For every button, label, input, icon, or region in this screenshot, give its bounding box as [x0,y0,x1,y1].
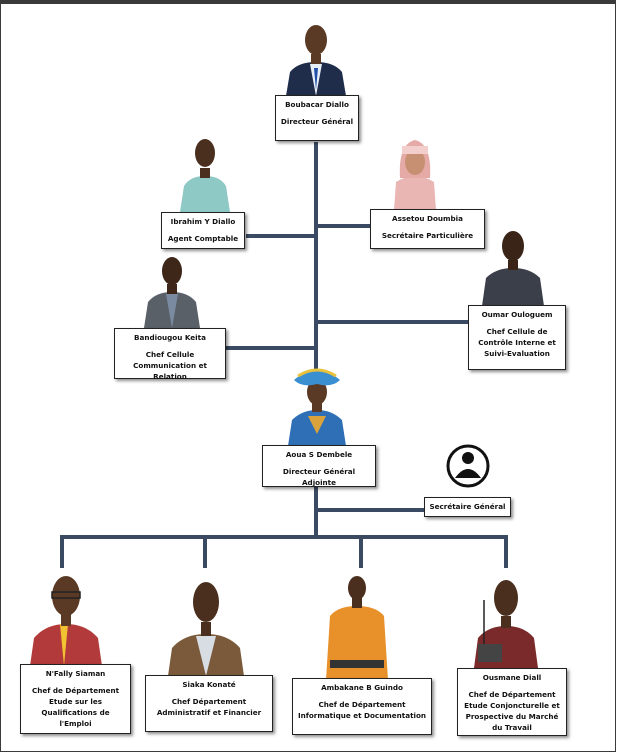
person-name: Secrétaire Général [429,502,506,511]
card-chef-departement-conjoncturelle: Ousmane Diall Chef de Département Etude … [457,668,567,736]
person-title: Chef Département Administratif et Financ… [156,697,262,717]
person-title: Directeur Général Adjointe [282,467,356,487]
card-chef-cellule-controle: Oumar Ouloguem Chef Cellule de Contrôle … [468,305,566,370]
portrait-aoua-dembele [288,368,346,446]
person-name: N'Fally Siaman [45,669,106,678]
person-title: Chef de Département Etude sur les Qualif… [31,686,120,728]
person-title: Chef de Département Etude Conjoncturelle… [464,690,560,732]
person-name: Boubacar Diallo [285,100,349,109]
card-secretaire-general: Secrétaire Général [424,497,511,517]
card-chef-departement-qualifications: N'Fally Siaman Chef de Département Etude… [20,664,131,734]
card-agent-comptable: Ibrahim Y Diallo Agent Comptable [161,212,245,249]
person-title: Secrétaire Particulière [381,231,474,240]
portrait-ousmane-diall [474,580,538,668]
portrait-bandiougou-keita [144,257,200,328]
person-name: Ousmane Diall [482,673,542,682]
person-title: Directeur Général [280,117,354,126]
card-chef-departement-administratif: Siaka Konaté Chef Département Administra… [145,675,273,732]
portrait-ambakane-guindo [326,576,388,680]
card-chef-cellule-communication: Bandiougou Keita Chef Cellule Communicat… [114,328,226,381]
person-name: Aoua S Dembele [285,450,353,459]
portrait-assetou-doumbia [394,140,436,210]
person-name: Siaka Konaté [182,680,236,689]
person-name: Assetou Doumbia [392,214,463,223]
card-directeur-general-adjointe: Aoua S Dembele Directeur Général Adjoint… [262,445,376,487]
person-title: Agent Comptable [167,234,239,243]
portrait-oumar-ouloguem [482,231,544,306]
person-name: Ibrahim Y Diallo [170,217,236,226]
person-title: Chef de Département Informatique et Docu… [297,700,427,720]
portrait-siaka-konate [168,582,244,676]
person-name: Oumar Ouloguem [481,310,553,319]
card-chef-departement-informatique: Ambakane B Guindo Chef de Département In… [292,678,432,735]
card-secretaire-particuliere: Assetou Doumbia Secrétaire Particulière [370,209,485,249]
avatar-placeholder-icon [446,444,490,488]
card-directeur-general: Boubacar Diallo Directeur Général [275,95,359,141]
person-title: Chef Cellule de Contrôle Interne et Suiv… [478,327,556,358]
portrait-ibrahim-diallo [180,139,230,212]
person-name: Ambakane B Guindo [321,683,403,692]
portrait-nfally-siaman [30,576,102,666]
person-name: Bandiougou Keita [134,333,206,342]
portrait-boubacar-diallo [286,25,346,96]
person-title: Chef Cellule Communication et Relation [133,350,207,381]
